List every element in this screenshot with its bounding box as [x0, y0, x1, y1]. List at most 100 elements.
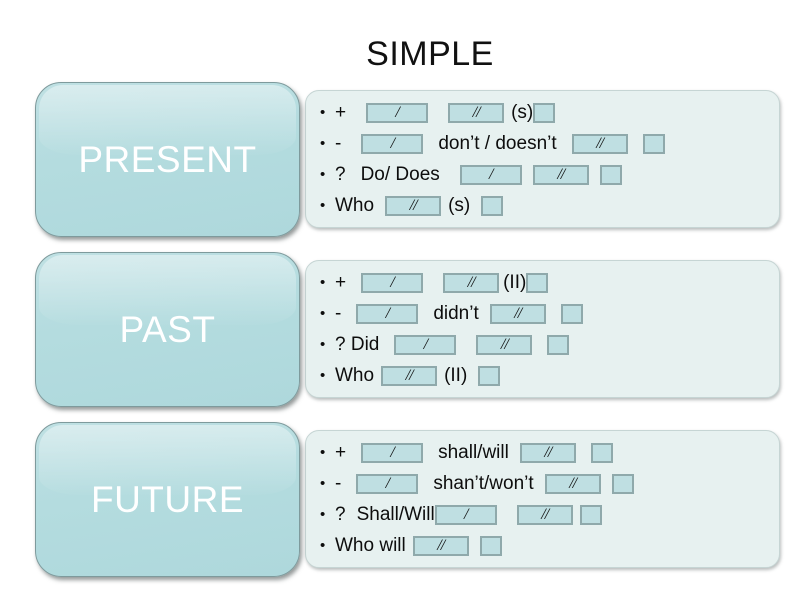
blank-slot-empty[interactable]	[547, 334, 570, 355]
blank-slot-single[interactable]: /	[361, 442, 424, 463]
slot-mark: /	[390, 273, 394, 291]
blank-slot-single[interactable]: /	[394, 334, 457, 355]
slot-mark: //	[467, 273, 476, 291]
slot-mark: //	[596, 134, 604, 152]
text-token: (s)	[448, 194, 471, 216]
blank-slot-single[interactable]: /	[356, 473, 419, 494]
bullet-line: •-/ shan’t/won’t //	[320, 468, 773, 499]
text-token: -	[335, 132, 342, 154]
tense-row-present: •+///(s)•-/don’t / doesn’t//•?Do/ Does//…	[0, 82, 800, 242]
content-panel-future: •+/shall/will//•-/shan’t/won’t//•?Shall/…	[305, 430, 780, 568]
blank-slot-double[interactable]: //	[489, 303, 546, 324]
tense-label-box-present[interactable]: PRESENT	[35, 82, 300, 237]
text-token: ?	[335, 163, 346, 185]
bullet-list-future: •+/shall/will//•-/shan’t/won’t//•?Shall/…	[320, 437, 773, 563]
bullet-line: •- / don’t / doesn’t //	[320, 128, 773, 159]
tense-label-past: PAST	[119, 308, 216, 350]
text-token: didn’t	[433, 302, 479, 324]
blank-slot-double[interactable]: //	[443, 272, 500, 293]
blank-slot-empty[interactable]	[478, 365, 501, 386]
blank-slot-double[interactable]: //	[516, 504, 573, 525]
bullet-dot-icon: •	[320, 444, 326, 461]
tense-label-present: PRESENT	[78, 138, 257, 180]
blank-slot-single[interactable]: /	[361, 133, 424, 154]
text-token: Shall/Will	[356, 503, 435, 525]
bullet-line: • Who // (II)	[320, 360, 773, 391]
blank-slot-empty[interactable]	[526, 272, 549, 293]
bullet-list-past: •+///(II)•-/didn’t//•? Did///•Who//(II)	[320, 267, 773, 393]
slot-mark: /	[423, 335, 428, 353]
text-token: ?	[335, 503, 346, 525]
blank-slot-empty[interactable]	[611, 473, 634, 494]
blank-slot-empty[interactable]	[560, 303, 583, 324]
blank-slot-empty[interactable]	[479, 535, 502, 556]
slot-mark: //	[409, 196, 418, 214]
blank-slot-empty[interactable]	[481, 195, 504, 216]
bullet-dot-icon: •	[320, 274, 326, 291]
tense-label-future: FUTURE	[90, 478, 245, 520]
bullet-dot-icon: •	[320, 104, 326, 121]
blank-slot-single[interactable]: /	[434, 504, 497, 525]
slot-mark: //	[541, 505, 549, 523]
blank-slot-double[interactable]: //	[381, 365, 438, 386]
slot-mark: //	[544, 443, 552, 461]
tense-row-future: •+/shall/will//•-/shan’t/won’t//•?Shall/…	[0, 422, 800, 582]
blank-slot-empty[interactable]	[533, 102, 556, 123]
bullet-dot-icon: •	[320, 537, 326, 554]
blank-slot-empty[interactable]	[599, 164, 622, 185]
content-panel-past: •+///(II)•-/didn’t//•? Did///•Who//(II)	[305, 260, 780, 398]
text-token: (s)	[511, 101, 534, 123]
blank-slot-single[interactable]: /	[459, 164, 522, 185]
bullet-line: •-/didn’t//	[320, 298, 773, 329]
blank-slot-double[interactable]: //	[544, 473, 601, 494]
blank-slot-double[interactable]: //	[532, 164, 589, 185]
blank-slot-double[interactable]: //	[412, 535, 469, 556]
page-title-text: SIMPLE	[366, 35, 494, 73]
text-token: shall/will	[438, 441, 509, 463]
content-panel-present: •+///(s)•-/don’t / doesn’t//•?Do/ Does//…	[305, 90, 780, 228]
blank-slot-double[interactable]: //	[519, 442, 576, 463]
bullet-dot-icon: •	[320, 475, 326, 492]
bullet-dot-icon: •	[320, 367, 326, 384]
text-token: ? Did	[335, 333, 380, 355]
slot-mark: //	[569, 474, 577, 492]
bullet-dot-icon: •	[320, 197, 326, 214]
slot-mark: /	[390, 134, 395, 152]
tense-label-box-past[interactable]: PAST	[35, 252, 300, 407]
text-token: (II)	[444, 364, 468, 386]
bullet-dot-icon: •	[320, 135, 326, 152]
blank-slot-double[interactable]: //	[571, 133, 628, 154]
text-token: +	[335, 441, 347, 463]
blank-slot-empty[interactable]	[579, 504, 602, 525]
blank-slot-empty[interactable]	[642, 133, 665, 154]
slot-mark: //	[437, 536, 445, 554]
blank-slot-single[interactable]: /	[356, 303, 419, 324]
tense-row-past: •+///(II)•-/didn’t//•? Did///•Who//(II) …	[0, 252, 800, 412]
slot-mark: /	[489, 165, 493, 183]
blank-slot-empty[interactable]	[590, 442, 613, 463]
slot-mark: /	[395, 103, 399, 121]
slot-mark: //	[405, 366, 414, 384]
bullet-line: • Who // (s)	[320, 190, 773, 221]
blank-slot-double[interactable]: //	[448, 102, 505, 123]
blank-slot-double[interactable]: //	[476, 334, 533, 355]
text-token: -	[335, 472, 342, 494]
text-token: Who	[335, 194, 375, 216]
text-token: (II)	[503, 271, 527, 293]
text-token: shan’t/won’t	[433, 472, 534, 494]
blank-slot-single[interactable]: /	[361, 272, 424, 293]
tense-label-box-future[interactable]: FUTURE	[35, 422, 300, 577]
blank-slot-double[interactable]: //	[385, 195, 442, 216]
text-token: Do/ Does	[360, 163, 440, 185]
text-token: don’t / doesn’t	[438, 132, 557, 154]
slot-mark: //	[500, 335, 509, 353]
bullet-list-present: •+///(s)•-/don’t / doesn’t//•?Do/ Does//…	[320, 97, 773, 223]
slot-mark: /	[385, 304, 390, 322]
bullet-line: •+///(II)	[320, 267, 773, 298]
text-token: Who will	[335, 534, 406, 556]
bullet-line: • Who will //	[320, 530, 773, 561]
bullet-line: •?Shall/Will///	[320, 499, 773, 530]
text-token: +	[335, 101, 347, 123]
blank-slot-single[interactable]: /	[366, 102, 429, 123]
text-token: Who	[335, 364, 375, 386]
